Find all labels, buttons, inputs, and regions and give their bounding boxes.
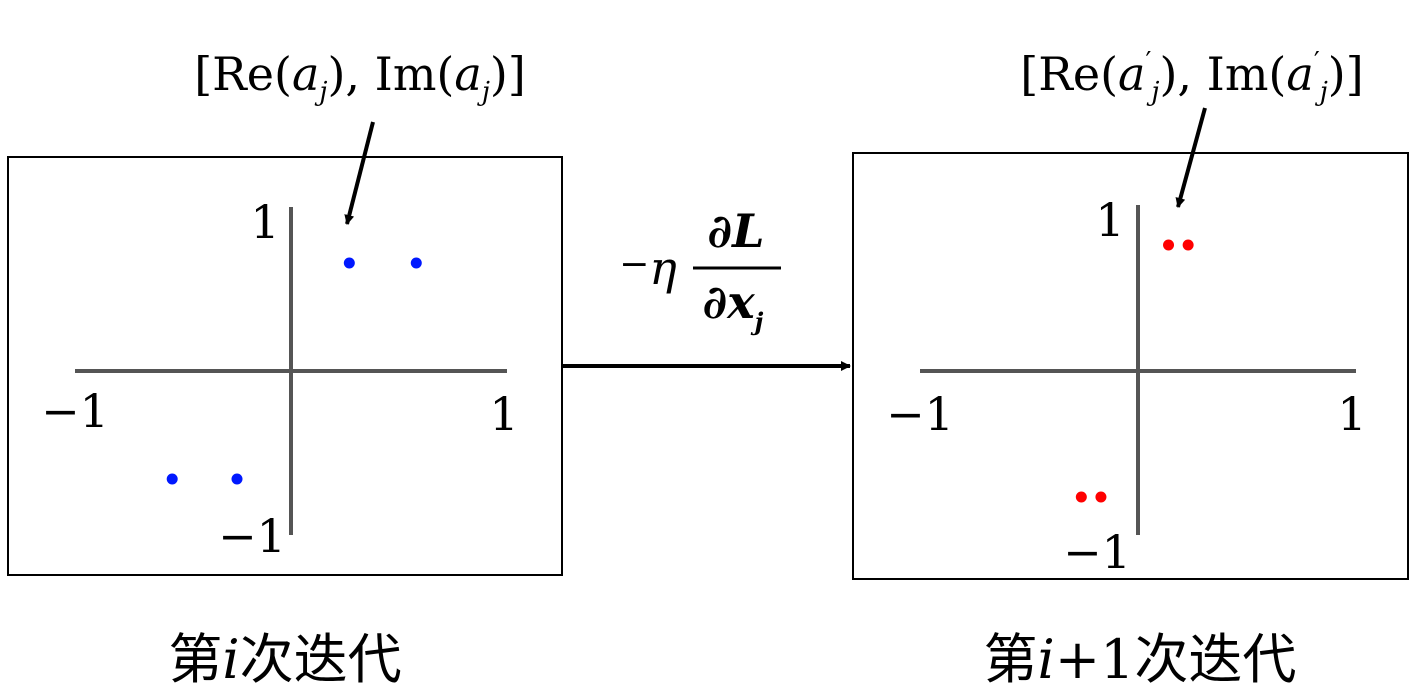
update-denominator: ∂xj bbox=[703, 275, 764, 336]
left-tick-x-right: 1 bbox=[489, 387, 518, 441]
left-caption: 第i次迭代 bbox=[168, 628, 401, 691]
right-plot-frame bbox=[852, 152, 1409, 580]
right-caption: 第i+1次迭代 bbox=[984, 628, 1297, 691]
left-point-4 bbox=[231, 473, 243, 485]
left-point-label: [Re(aj), Im(aj)] bbox=[194, 47, 526, 107]
right-tick-y-top: 1 bbox=[1095, 193, 1124, 247]
right-tick-x-left: −1 bbox=[886, 387, 954, 441]
right-point-1 bbox=[1163, 239, 1175, 251]
left-pointer-arrow bbox=[344, 121, 375, 225]
right-point-4 bbox=[1095, 491, 1107, 503]
left-points bbox=[166, 257, 422, 485]
left-tick-x-left: −1 bbox=[41, 384, 109, 438]
update-numerator: ∂L bbox=[708, 204, 765, 258]
right-point-label: [Re(a′j), Im(a′j)] bbox=[1020, 47, 1363, 107]
right-point-3 bbox=[1075, 491, 1087, 503]
right-panel: 1 −1 −1 1 [Re(a′j), Im(a′j)] 第i+1次迭代 bbox=[852, 47, 1409, 691]
left-tick-y-bottom: −1 bbox=[218, 509, 286, 563]
left-point-2 bbox=[410, 257, 422, 269]
left-panel: 1 −1 −1 1 [Re(aj), Im(aj)] 第i次迭代 bbox=[7, 47, 563, 691]
left-tick-y-top: 1 bbox=[250, 195, 279, 249]
right-tick-x-right: 1 bbox=[1337, 387, 1366, 441]
right-points bbox=[1075, 239, 1194, 503]
left-point-1 bbox=[343, 257, 355, 269]
right-pointer-arrow bbox=[1175, 107, 1207, 208]
left-point-3 bbox=[166, 473, 178, 485]
right-point-2 bbox=[1182, 239, 1194, 251]
update-minus-eta: −η bbox=[619, 241, 677, 295]
right-tick-y-bottom: −1 bbox=[1063, 525, 1131, 579]
update-step: −η ∂L ∂xj bbox=[562, 204, 851, 371]
